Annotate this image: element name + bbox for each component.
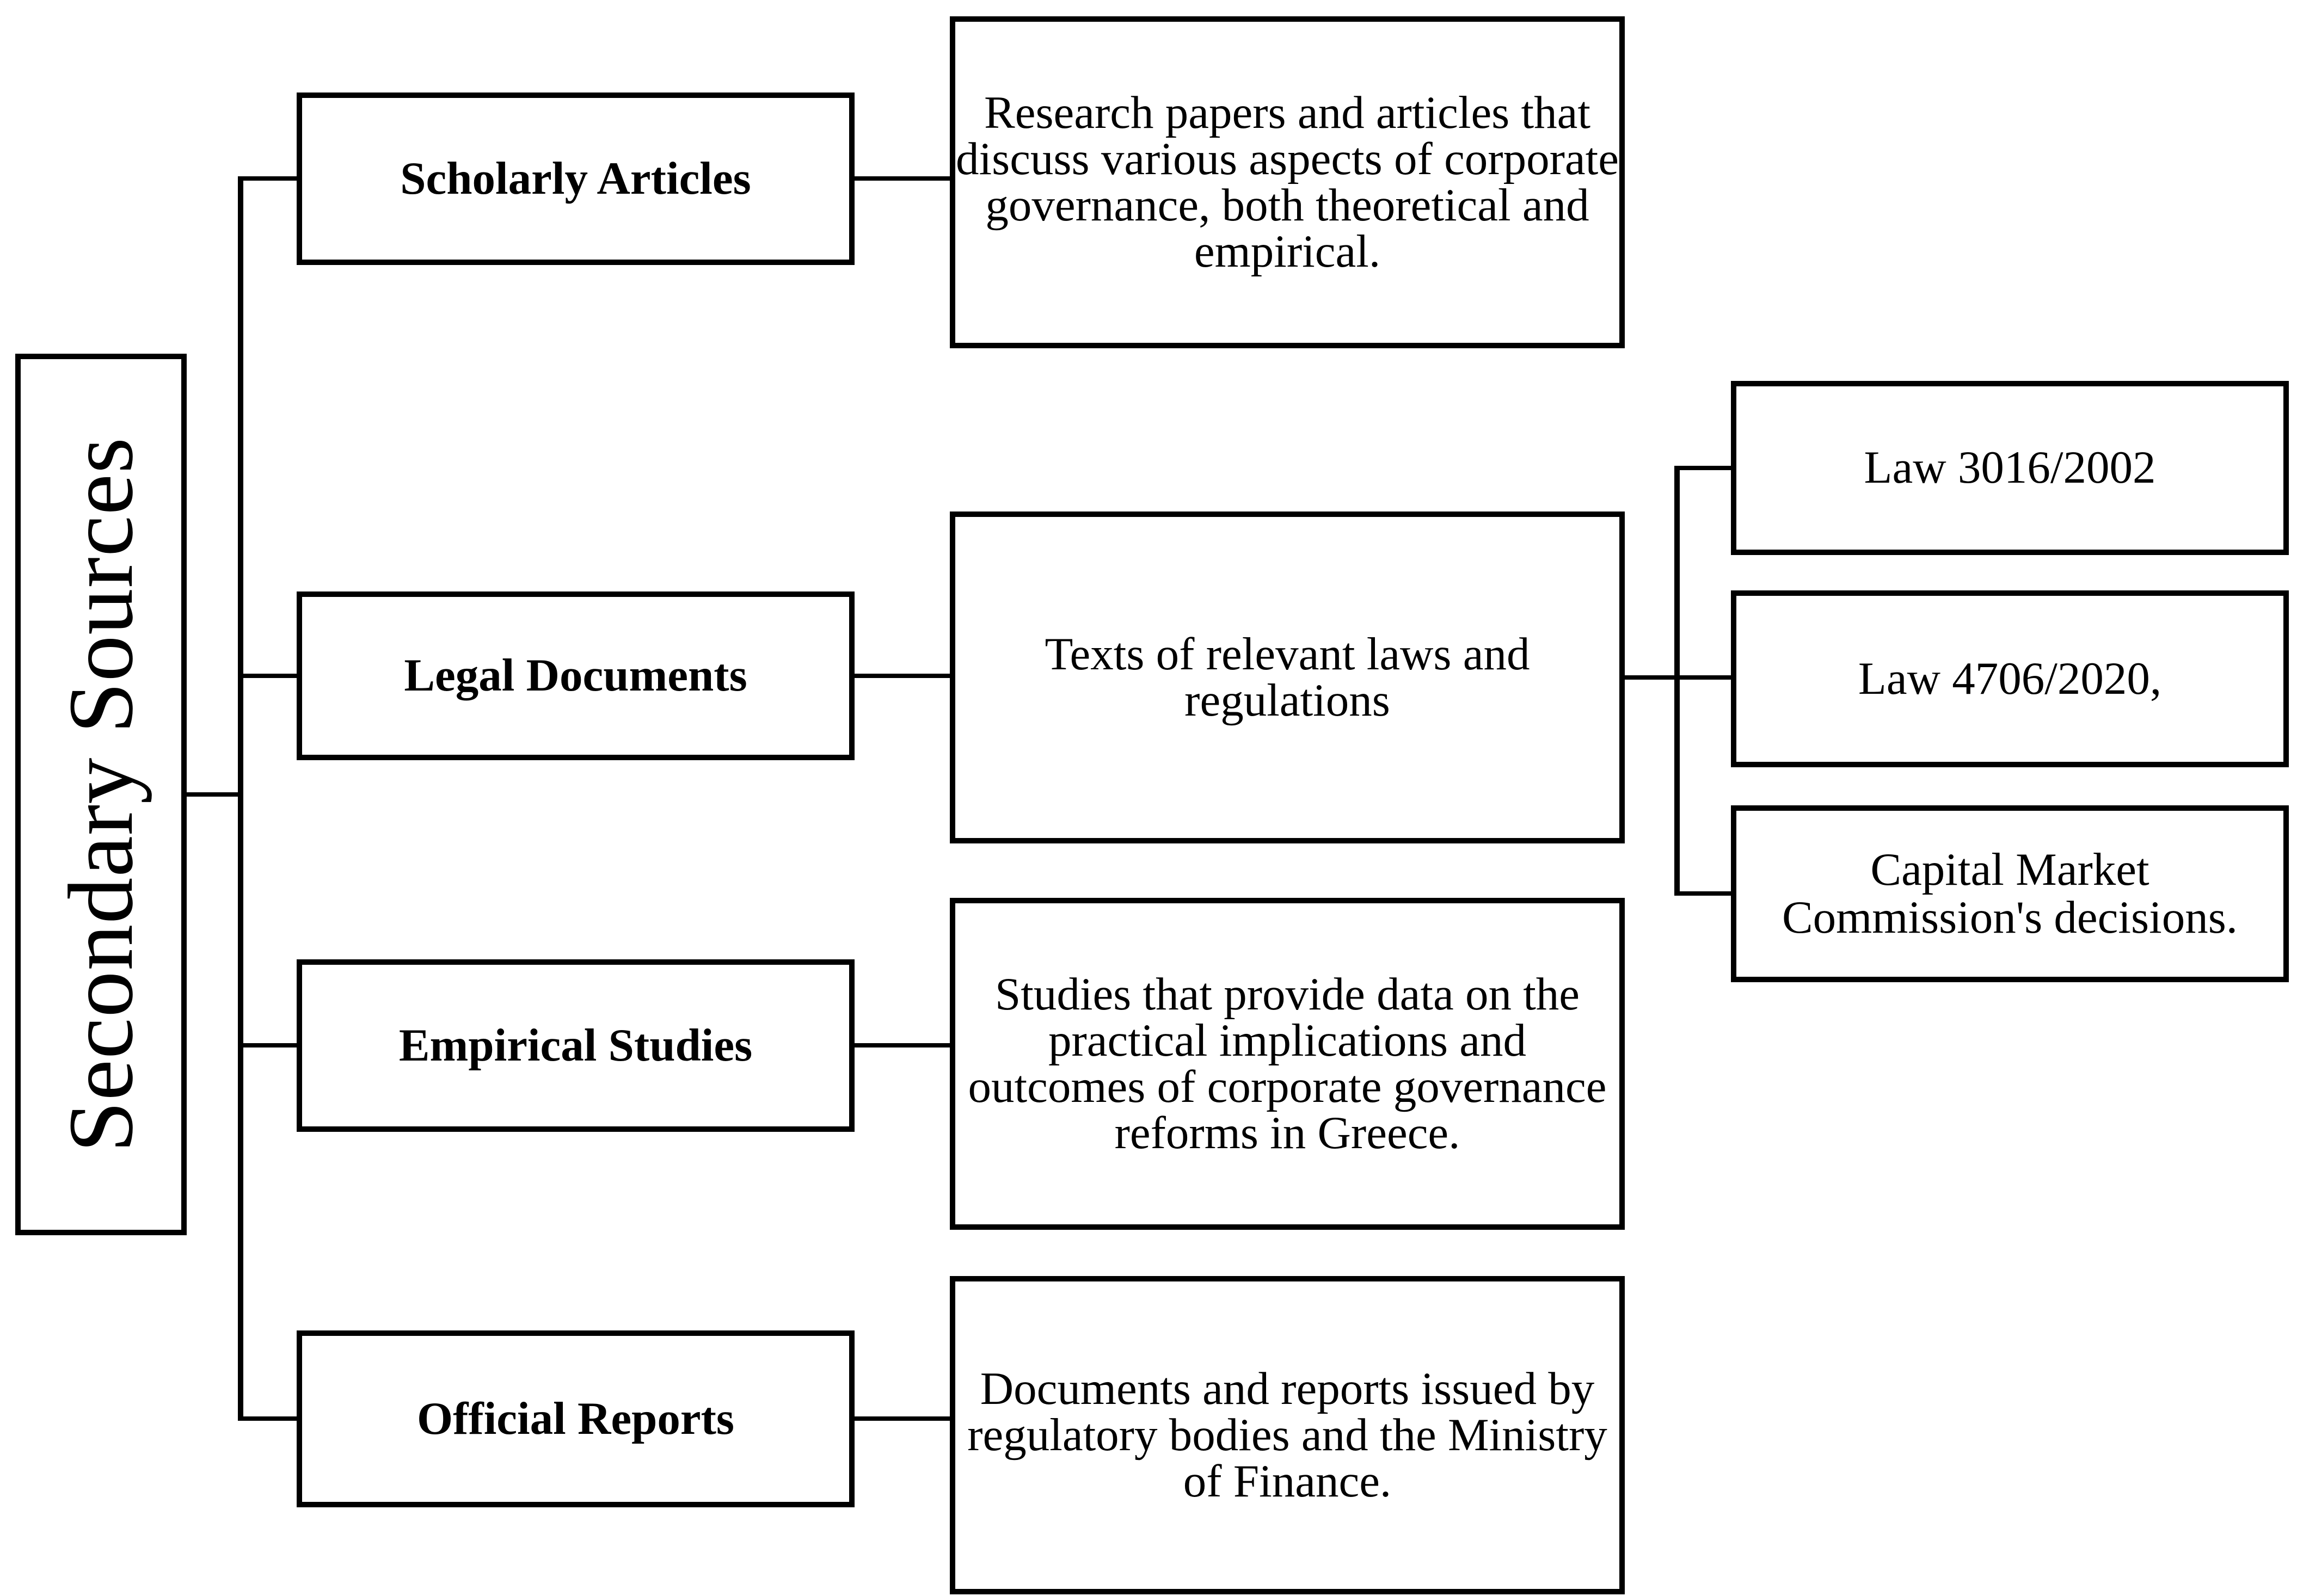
connector-root-to-trunk [187, 792, 238, 797]
law-box-3016-2002: Law 3016/2002 [1731, 381, 2289, 555]
connector-official-reports-to-description [855, 1416, 950, 1421]
root-label: Secondary Sources [50, 436, 152, 1153]
connector-right-trunk [1674, 466, 1680, 896]
connector-branch-law-3016-2002 [1674, 466, 1731, 470]
connector-legal-documents-to-description [855, 674, 950, 678]
connector-branch-legal-documents [238, 674, 297, 678]
description-text-scholarly-articles: Research papers and articles that discus… [956, 87, 1619, 277]
law-label-4706-2020: Law 4706/2020, [1858, 652, 2162, 704]
connector-branch-capital-market-decisions [1674, 891, 1731, 896]
description-box-scholarly-articles: Research papers and articles that discus… [950, 16, 1625, 348]
law-box-capital-market-decisions: Capital Market Commission's decisions. [1731, 805, 2289, 982]
law-label-capital-market-decisions: Capital Market Commission's decisions. [1782, 843, 2238, 943]
law-box-4706-2020: Law 4706/2020, [1731, 590, 2289, 767]
connector-legal-description-to-laws-trunk [1625, 675, 1674, 680]
category-box-empirical-studies: Empirical Studies [297, 959, 855, 1132]
category-box-legal-documents: Legal Documents [297, 591, 855, 760]
category-label-scholarly-articles: Scholarly Articles [400, 152, 751, 204]
connector-empirical-studies-to-description [855, 1043, 950, 1047]
description-box-official-reports: Documents and reports issued by regulato… [950, 1276, 1625, 1594]
category-box-scholarly-articles: Scholarly Articles [297, 93, 855, 265]
description-box-empirical-studies: Studies that provide data on the practic… [950, 898, 1625, 1230]
description-text-empirical-studies: Studies that provide data on the practic… [968, 969, 1607, 1159]
connector-left-trunk [238, 176, 243, 1421]
category-label-legal-documents: Legal Documents [404, 650, 747, 701]
connector-branch-law-4706-2020 [1674, 675, 1731, 680]
connector-scholarly-articles-to-description [855, 176, 950, 181]
category-label-empirical-studies: Empirical Studies [398, 1019, 753, 1071]
law-label-3016-2002: Law 3016/2002 [1864, 442, 2156, 494]
description-box-legal-documents: Texts of relevant laws and regulations [950, 512, 1625, 843]
category-label-official-reports: Official Reports [416, 1392, 735, 1444]
category-box-official-reports: Official Reports [297, 1330, 855, 1507]
description-text-official-reports: Documents and reports issued by regulato… [967, 1363, 1607, 1507]
connector-branch-scholarly-articles [238, 176, 297, 181]
connector-branch-empirical-studies [238, 1043, 297, 1047]
description-text-legal-documents: Texts of relevant laws and regulations [1045, 628, 1530, 726]
connector-branch-official-reports [238, 1416, 297, 1421]
root-box-secondary-sources: Secondary Sources [15, 354, 187, 1235]
